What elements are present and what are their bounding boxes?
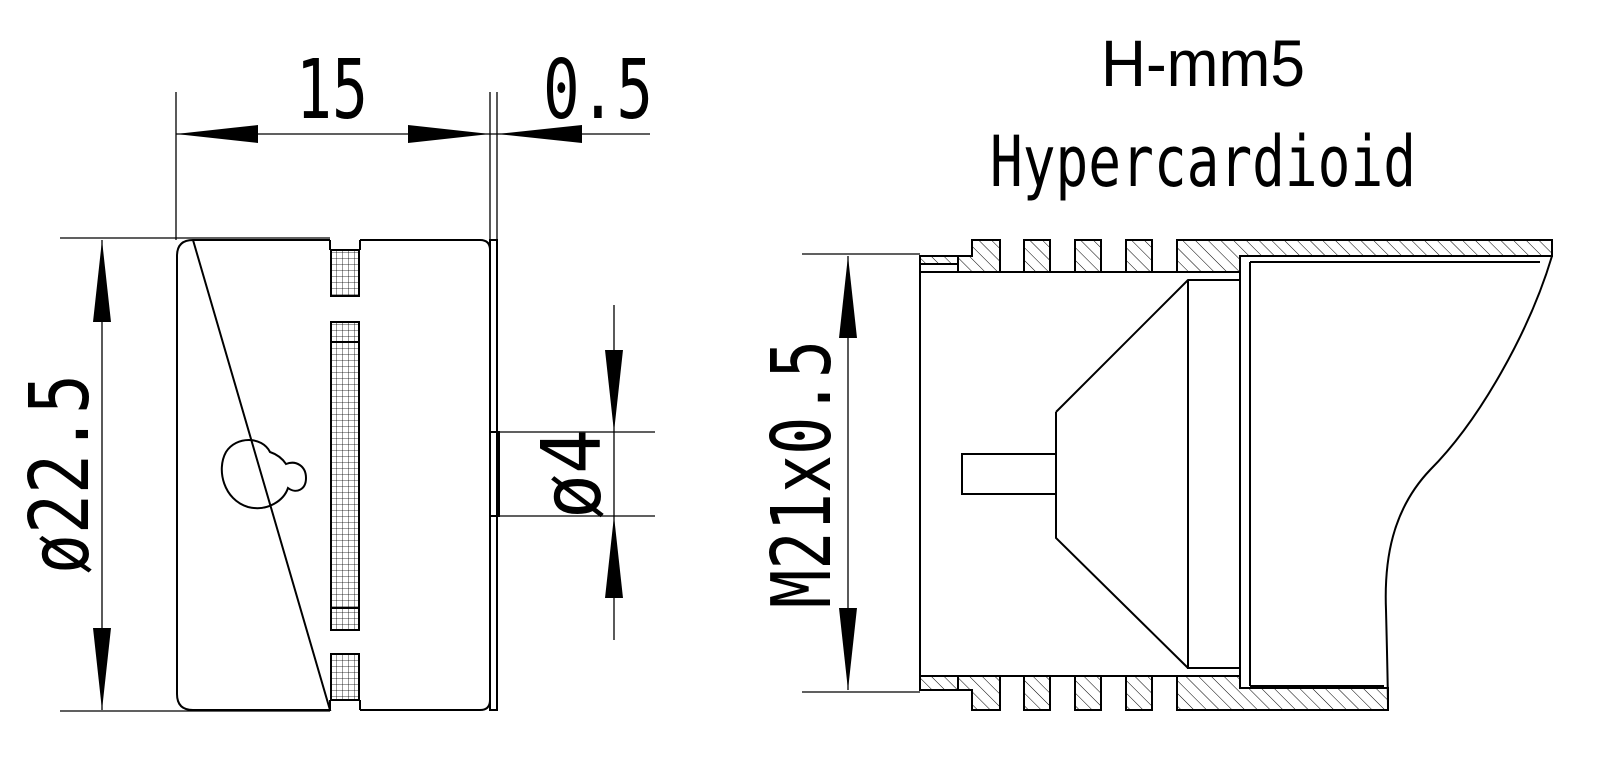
section-view: [919, 239, 1553, 711]
pin-diameter-label: ø4: [525, 429, 620, 519]
capsule-side-view: [176, 238, 500, 711]
dimension-body-diameter: ø22.5: [13, 237, 330, 712]
contact-pin: [489, 431, 500, 517]
dimension-pin-diameter: ø4: [499, 305, 655, 640]
section-pin: [961, 453, 1057, 495]
top-mesh-window: [330, 249, 360, 297]
bottom-mesh-window: [330, 653, 360, 701]
length-label: 15: [296, 43, 368, 138]
center-mesh-window: [330, 321, 360, 631]
keyhole-contact: [220, 439, 308, 510]
pattern-title: Hypercardioid: [990, 121, 1416, 203]
thread-label: M21x0.5: [755, 340, 850, 608]
dimension-thread: M21x0.5: [755, 253, 920, 693]
bottom-wall-hatch: [919, 675, 959, 691]
dimension-length: 15 0.5: [175, 43, 653, 240]
body-diameter-label: ø22.5: [13, 374, 108, 574]
top-wall-hatch: [919, 255, 959, 265]
model-title: H-mm5: [1101, 26, 1305, 100]
gap-label: 0.5: [543, 43, 653, 138]
break-line: [1384, 255, 1553, 711]
capsule-cone: [1055, 279, 1240, 669]
front-plate: [489, 239, 498, 711]
